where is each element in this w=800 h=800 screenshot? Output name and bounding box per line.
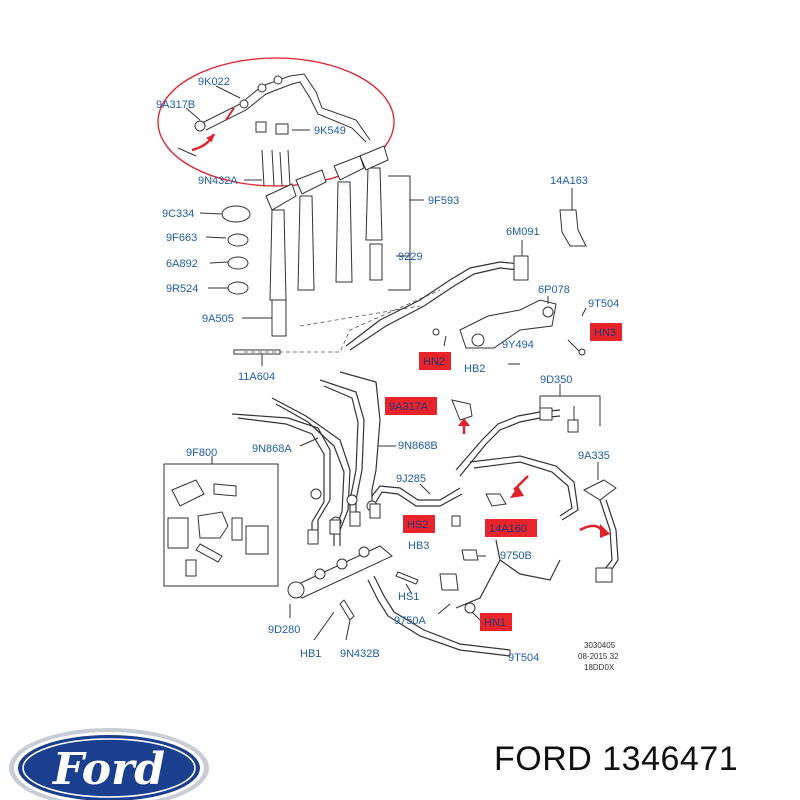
callout-9A335: 9A335 <box>578 450 610 462</box>
callout-9T504-top: 9T504 <box>588 298 619 310</box>
callout-9Y494: 9Y494 <box>502 339 534 351</box>
callout-HN3: HN3 <box>594 327 616 339</box>
footer-code-1: 3030405 <box>584 641 616 650</box>
callout-9D280: 9D280 <box>268 624 300 636</box>
product-title: FORD 1346471 <box>494 740 739 778</box>
callout-9K022: 9K022 <box>198 76 230 88</box>
callout-9K549: 9K549 <box>314 125 346 137</box>
highlight-box-HN3 <box>590 323 622 341</box>
callout-HB1: HB1 <box>300 648 321 660</box>
callout-9A505: 9A505 <box>202 313 234 325</box>
highlight-box-HN2 <box>419 352 451 370</box>
footer-code-3: 18DD0X <box>584 663 615 672</box>
callout-HS1: HS1 <box>398 591 419 603</box>
callout-9F800: 9F800 <box>186 447 217 459</box>
callout-11A604: 11A604 <box>238 371 275 383</box>
callout-HN1: HN1 <box>484 617 506 629</box>
callout-9T504-bottom: 9T504 <box>508 652 539 664</box>
callout-HS2: HS2 <box>407 519 428 531</box>
callout-9750B: 9750B <box>500 550 532 562</box>
callout-9R524: 9R524 <box>166 283 198 295</box>
highlight-box-14A160 <box>485 519 537 537</box>
callout-9750A: 9750A <box>394 615 426 627</box>
callout-6M091: 6M091 <box>506 226 540 238</box>
callout-9F663: 9F663 <box>166 232 197 244</box>
callout-HB2: HB2 <box>464 363 485 375</box>
callout-9229: 9229 <box>398 251 422 263</box>
callout-9A317B: 9A317B <box>156 99 195 111</box>
ford-logo-wordmark: Ford <box>51 744 165 795</box>
highlight-ellipse <box>157 57 395 187</box>
callout-9A317A: 9A317A <box>389 401 429 413</box>
callout-HN2: HN2 <box>423 356 445 368</box>
injector-group <box>265 145 389 337</box>
callout-9N868B: 9N868B <box>398 440 438 452</box>
callout-6A892: 6A892 <box>166 258 198 270</box>
callout-14A160: 14A160 <box>489 523 527 535</box>
callout-9N868A: 9N868A <box>252 443 292 455</box>
highlight-box-HS2 <box>403 515 435 533</box>
callout-9N432B: 9N432B <box>340 648 380 660</box>
highlight-box-HN1 <box>480 613 512 631</box>
callout-HB3: HB3 <box>408 540 429 552</box>
callout-9N432A: 9N432A <box>198 175 238 187</box>
callout-6P078: 6P078 <box>538 284 570 296</box>
callout-9J285: 9J285 <box>396 473 426 485</box>
footer-code-2: 08-2015 32 <box>578 652 619 661</box>
highlight-box-9A317A <box>385 397 437 415</box>
callout-9C334: 9C334 <box>162 208 194 220</box>
callout-9F593: 9F593 <box>428 195 459 207</box>
callout-9D350: 9D350 <box>540 374 572 386</box>
ford-logo: Ford <box>9 728 209 800</box>
callout-14A163: 14A163 <box>550 175 588 187</box>
